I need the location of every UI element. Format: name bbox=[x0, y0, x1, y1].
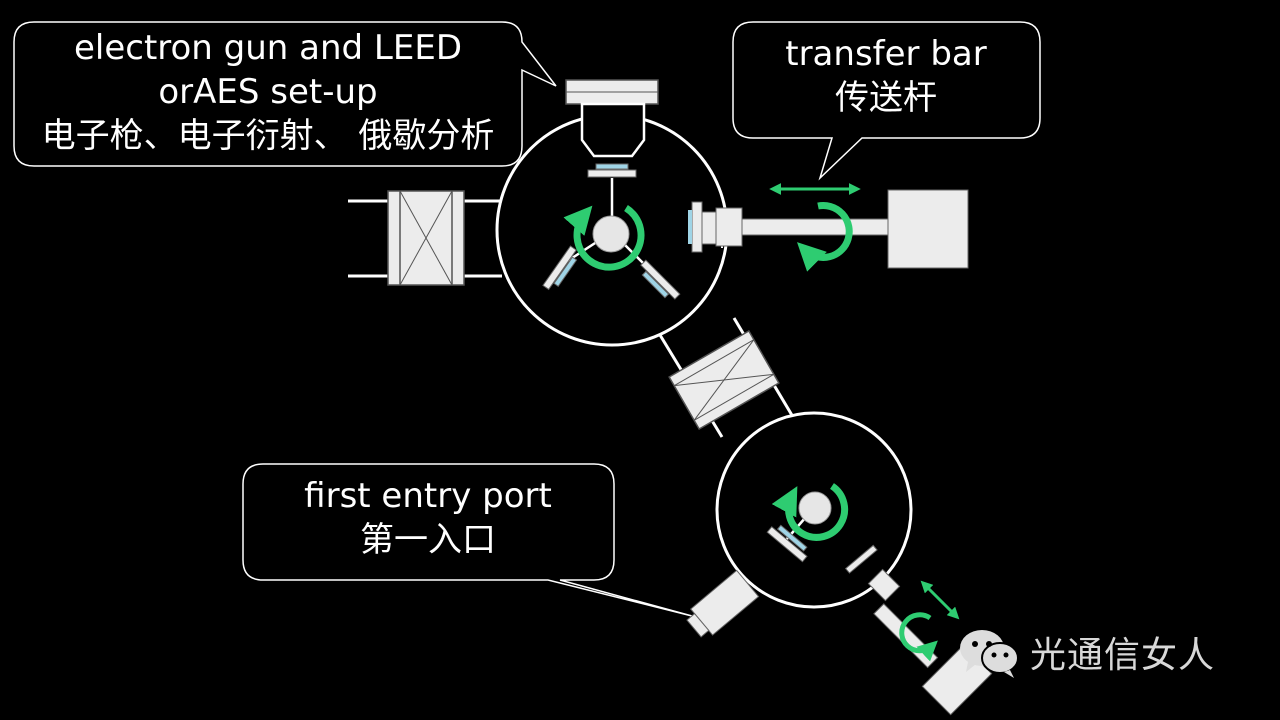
callout-transfer-line2: 传送杆 bbox=[835, 78, 937, 118]
middle-gate-valve bbox=[668, 329, 780, 431]
callout-entry-line2: 第一入口 bbox=[360, 520, 496, 560]
left-gate-valve bbox=[348, 190, 502, 286]
callout-transfer-bar: transfer bar 传送杆 bbox=[733, 32, 1039, 120]
callout-gun-bubble bbox=[13, 21, 557, 167]
watermark: 光通信女人 bbox=[958, 622, 1215, 682]
arm-rotation-arrow-icon bbox=[899, 612, 938, 662]
transfer-bar bbox=[688, 189, 969, 269]
load-lock-sample bbox=[798, 491, 832, 525]
main-sample-manipulator bbox=[542, 163, 681, 300]
callout-gun-line1: electron gun and LEED bbox=[73, 28, 463, 68]
callout-entry-line1: first entry port bbox=[304, 476, 552, 516]
callout-transfer-bubble bbox=[732, 21, 1041, 181]
callout-entry-port: first entry port 第一入口 bbox=[243, 474, 613, 562]
watermark-text: 光通信女人 bbox=[1030, 635, 1216, 676]
load-lock-rotation-arrow-icon bbox=[771, 483, 849, 541]
transfer-rotation-arrow-icon bbox=[797, 201, 853, 272]
callout-gun-line2: orAES set-up bbox=[158, 72, 378, 112]
wechat-icon bbox=[960, 630, 1019, 678]
main-sample bbox=[592, 215, 630, 253]
entry-port bbox=[686, 569, 760, 638]
load-lock-chamber bbox=[715, 411, 913, 609]
callout-entry-bubble bbox=[242, 463, 693, 617]
callout-gun-line3: 电子枪、电子衍射、 俄歇分析 bbox=[41, 116, 495, 156]
callout-electron-gun: electron gun and LEED orAES set-up 电子枪、电… bbox=[14, 26, 522, 158]
arm-linear-arrow-icon bbox=[920, 580, 960, 620]
main-rotation-arrow-icon bbox=[563, 205, 645, 271]
electron-gun bbox=[565, 79, 659, 158]
callout-transfer-line1: transfer bar bbox=[785, 34, 987, 74]
